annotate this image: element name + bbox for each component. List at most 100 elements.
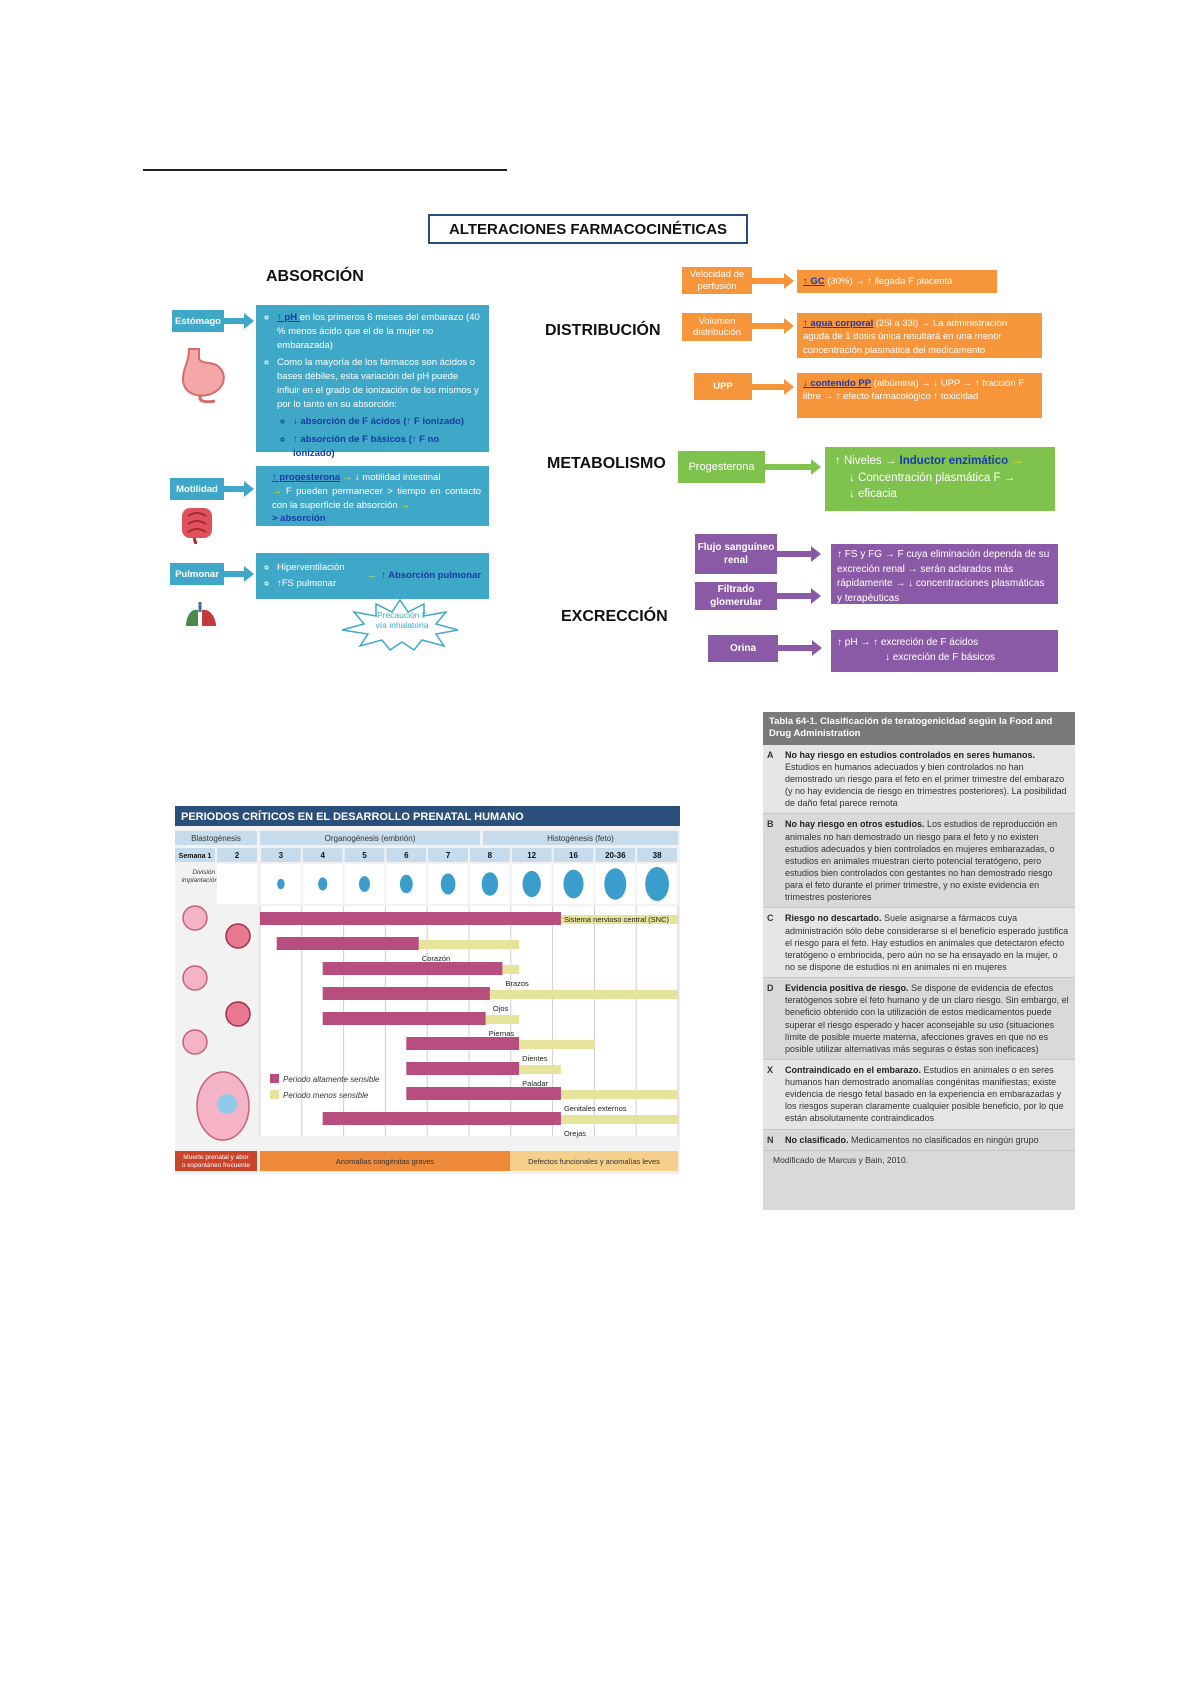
week-cell bbox=[302, 848, 343, 862]
metabolismo-arrow-icon bbox=[765, 459, 821, 475]
week-label: 6 bbox=[404, 851, 409, 860]
tabla-desc: No hay riesgo en otros estudios. Los est… bbox=[785, 818, 1069, 903]
tabla-head: No hay riesgo en estudios controlados en… bbox=[785, 749, 1036, 760]
tabla-text: Estudios en animales o en seres humanos … bbox=[785, 1064, 1064, 1124]
ionizacion-text: Como la mayoría de los fármacos son ácid… bbox=[277, 357, 479, 410]
week-cell bbox=[175, 848, 215, 862]
tabla-cat: C bbox=[767, 913, 774, 924]
motilidad-text-2: F pueden permanecer > tiempo en contacto… bbox=[272, 485, 481, 511]
footer-label-graves: Anomalías congénitas graves bbox=[336, 1157, 435, 1166]
tabla-row: C Riesgo no descartado. Suele asignarse a… bbox=[763, 908, 1075, 979]
metabolismo-arrow-1: → bbox=[1008, 455, 1023, 467]
upp-label: UPP bbox=[694, 373, 752, 400]
tabla-teratogenicidad: Tabla 64-1. Clasificación de teratogenic… bbox=[763, 712, 1075, 1210]
velocidad-arrow-icon bbox=[752, 273, 794, 289]
orina-arrow-icon bbox=[778, 640, 822, 656]
phase-cell bbox=[260, 831, 480, 845]
embryo-icon bbox=[604, 868, 627, 900]
volumen-label: Volumen distribución bbox=[682, 313, 752, 341]
week-cell bbox=[595, 848, 636, 862]
bar-low-4 bbox=[485, 1015, 520, 1024]
excrecion-heading: EXCRECCIÓN bbox=[561, 608, 668, 625]
week-cell bbox=[637, 848, 677, 862]
tabla-cat: D bbox=[767, 983, 774, 994]
embryo-icon bbox=[318, 877, 328, 891]
motilidad-text-1: ↓ motilidad intestinal bbox=[354, 472, 441, 483]
organ-label: Ojos bbox=[493, 1004, 509, 1013]
footer-label-leves: Defectos funcionales y anomalías leves bbox=[528, 1157, 660, 1166]
metabolismo-box: ↑ Niveles → Inductor enzimático → ↓ Conc… bbox=[825, 447, 1055, 511]
legend-high-swatch bbox=[270, 1074, 279, 1083]
ph-link: ↑ pH bbox=[277, 312, 300, 323]
week-label: 3 bbox=[279, 851, 284, 860]
excrecion-renal-box: ↑ FS y FG → F cuya eliminación dependa d… bbox=[831, 544, 1058, 604]
organ-label: Paladar bbox=[522, 1079, 548, 1088]
estomago-item-ph: ↑ pH en los primeros 6 meses del embaraz… bbox=[277, 311, 481, 352]
bar-high-7 bbox=[406, 1087, 561, 1100]
precaucion-star bbox=[341, 598, 459, 652]
upp-text: (albúmina) → ↓ UPP → ↑ fracción F libre … bbox=[803, 378, 1025, 403]
week-cell bbox=[470, 848, 510, 862]
week-label: 20-36 bbox=[605, 851, 626, 860]
week-cell bbox=[261, 848, 301, 862]
division-label: División celular,implantación y embrión bbox=[182, 869, 249, 884]
upp-box: ↓ contenido PP (albúmina) → ↓ UPP → ↑ fr… bbox=[797, 373, 1042, 418]
distribucion-heading: DISTRIBUCIÓN bbox=[545, 322, 661, 339]
agua-link: ↑ agua corporal bbox=[803, 318, 874, 329]
organ-label: Genitales externos bbox=[564, 1104, 627, 1113]
tabla-head: No clasificado. bbox=[785, 1134, 849, 1145]
pulmonar-arrow-icon bbox=[224, 566, 254, 582]
embryo-icon bbox=[277, 878, 285, 890]
organ-label: Orejas bbox=[564, 1129, 586, 1138]
inductor-enzimatico: Inductor enzimático bbox=[899, 455, 1009, 467]
organ-label: Corazón bbox=[422, 954, 450, 963]
chart-title: PERIODOS CRÍTICOS EN EL DESARROLLO PRENA… bbox=[181, 810, 524, 823]
tabla-text: Los estudios de reproducción en animales… bbox=[785, 819, 1058, 903]
niveles-text: ↑ Niveles → bbox=[835, 455, 900, 467]
phase-label: Blastogénesis bbox=[191, 834, 241, 843]
bar-high-6 bbox=[406, 1062, 520, 1075]
motilidad-arrow-3: → bbox=[400, 499, 410, 511]
tabla-head: Riesgo no descartado. bbox=[785, 913, 882, 924]
pulmonar-label: Pulmonar bbox=[170, 563, 224, 585]
week-cell bbox=[511, 848, 552, 862]
week-label: 16 bbox=[569, 851, 578, 860]
week-cell bbox=[217, 848, 257, 862]
week-label: 5 bbox=[362, 851, 367, 860]
cell-division-icons bbox=[182, 905, 251, 1141]
bar-low-1 bbox=[418, 940, 520, 949]
velocidad-label: Velocidad de perfusión bbox=[682, 267, 752, 294]
embryo-icon bbox=[399, 874, 413, 894]
lungs-icon bbox=[186, 602, 216, 626]
hiperventilacion: Hiperventilación bbox=[277, 561, 367, 575]
organ-label: Piernas bbox=[489, 1029, 515, 1038]
week-label: 38 bbox=[653, 851, 662, 860]
estomago-box: ↑ pH en los primeros 6 meses del embaraz… bbox=[256, 305, 489, 459]
absorcion-heading: ABSORCIÓN bbox=[266, 268, 364, 285]
flujo-arrow-icon bbox=[777, 546, 821, 562]
tabla-head: Evidencia positiva de riesgo. bbox=[785, 983, 909, 994]
tabla-cat: X bbox=[767, 1064, 774, 1075]
periodos-svg: PERIODOS CRÍTICOS EN EL DESARROLLO PRENA… bbox=[175, 806, 680, 1171]
bar-low-2 bbox=[502, 965, 520, 974]
stomach-icon bbox=[181, 348, 225, 404]
footer-leves bbox=[510, 1151, 678, 1171]
tabla-desc: No clasificado. Medicamentos no clasific… bbox=[785, 1134, 1039, 1146]
week-label: 4 bbox=[320, 851, 325, 860]
week-cell bbox=[428, 848, 468, 862]
tabla-desc: Riesgo no descartado. Suele asignarse a … bbox=[785, 912, 1069, 973]
bar-low-5 bbox=[519, 1040, 595, 1049]
tabla-text: Estudios en humanos adecuados y bien con… bbox=[785, 761, 1067, 809]
week-label: 12 bbox=[527, 851, 536, 860]
upp-arrow-icon bbox=[752, 379, 794, 395]
tabla-cat: N bbox=[767, 1134, 774, 1145]
tabla-desc: Evidencia positiva de riesgo. Se dispone… bbox=[785, 982, 1069, 1055]
bar-low-0 bbox=[560, 915, 678, 924]
embryo-icon bbox=[481, 872, 499, 896]
estomago-label: Estómago bbox=[172, 310, 224, 332]
bar-high-0 bbox=[260, 912, 561, 925]
motilidad-arrow-2: → bbox=[272, 485, 282, 497]
tabla-text: Se dispone de evidencia de efectos terat… bbox=[785, 983, 1069, 1054]
